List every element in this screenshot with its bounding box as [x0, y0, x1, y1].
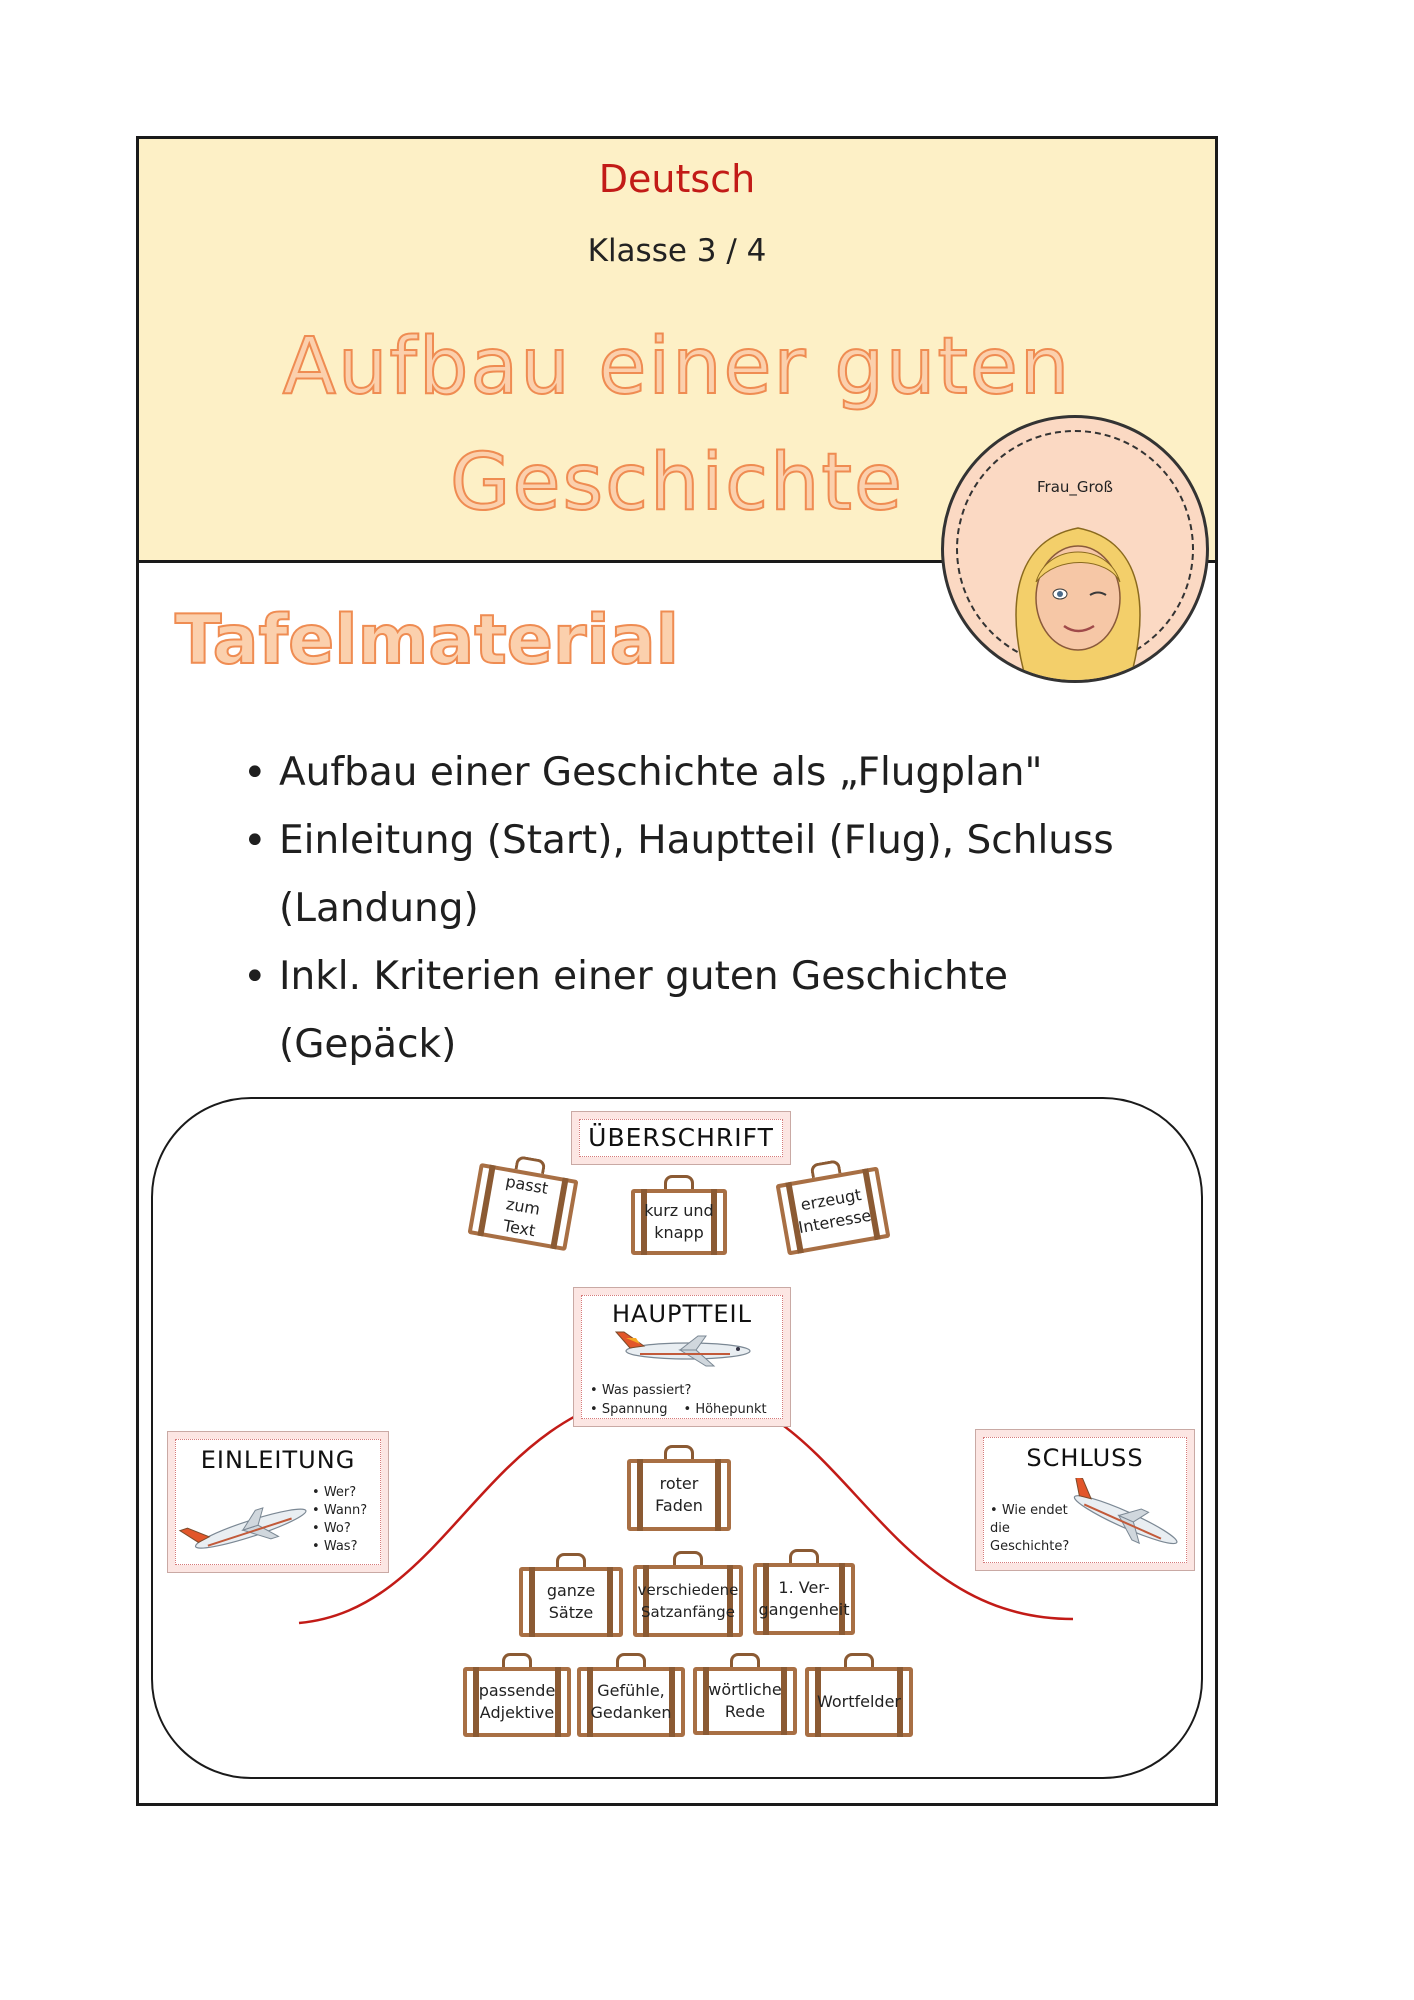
feature-item: Aufbau einer Geschichte als „Flugplan" [243, 739, 1139, 807]
feature-list: Aufbau einer Geschichte als „Flugplan" E… [243, 739, 1139, 1079]
suitcase-gefuehle-gedanken: Gefühle,Gedanken [577, 1653, 685, 1737]
schluss-points: Wie endet die Geschichte? [990, 1502, 1080, 1556]
einleitung-points: Wer? Wann? Wo? Was? [312, 1484, 367, 1556]
header-panel: Deutsch Klasse 3 / 4 Aufbau einer guten … [139, 139, 1215, 563]
airplane-icon [614, 1331, 751, 1367]
feature-item: Inkl. Kriterien einer guten Geschichte (… [243, 943, 1139, 1079]
section-title: Tafelmaterial [174, 600, 680, 681]
title-line-2: Geschichte [449, 437, 904, 529]
author-badge: Frau_Groß [941, 415, 1209, 683]
suitcase-wortfelder: Wortfelder [805, 1653, 913, 1737]
hauptteil-card: HAUPTTEIL Was passiert? Spannung Höhepun… [573, 1287, 791, 1427]
grade-label: Klasse 3 / 4 [587, 233, 767, 269]
author-name: Frau_Groß [1037, 478, 1113, 496]
title-line-1: Aufbau einer guten [282, 321, 1072, 413]
airplane-icon [178, 1507, 307, 1549]
hauptteil-points: Was passiert? [590, 1382, 692, 1400]
feature-item: Einleitung (Start), Hauptteil (Flug), Sc… [243, 807, 1139, 943]
airplane-icon [1073, 1478, 1178, 1545]
einleitung-card: EINLEITUNG Wer? Wann? Wo? Was? [167, 1431, 389, 1573]
avatar-icon [1015, 527, 1141, 680]
ueberschrift-title: ÜBERSCHRIFT [588, 1123, 774, 1152]
hauptteil-title: HAUPTTEIL [611, 1300, 752, 1328]
schluss-title: SCHLUSS [1026, 1444, 1144, 1472]
einleitung-title: EINLEITUNG [200, 1446, 356, 1474]
worksheet-cover: Deutsch Klasse 3 / 4 Aufbau einer guten … [136, 136, 1218, 1806]
schluss-card: SCHLUSS Wie endet die Geschichte? [975, 1429, 1195, 1571]
ueberschrift-card: ÜBERSCHRIFT [571, 1111, 791, 1165]
subject-label: Deutsch [598, 157, 756, 201]
page-title: Aufbau einer guten Geschichte [139, 309, 1215, 541]
suitcase-vergangenheit: 1. Ver-gangenheit [753, 1549, 855, 1635]
hauptteil-points-row: Spannung Höhepunkt [590, 1401, 767, 1419]
